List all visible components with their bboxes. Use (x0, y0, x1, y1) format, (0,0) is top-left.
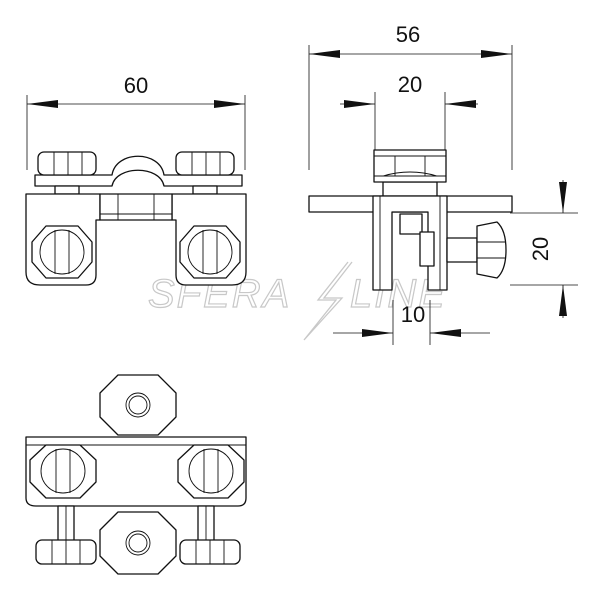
lightning-logo-icon (303, 261, 353, 341)
bottom-view (25, 374, 247, 575)
dim-front-width: 60 (124, 73, 148, 98)
front-view: 60 (25, 73, 247, 286)
dim-depth: 10 (401, 302, 425, 327)
dim-side-width: 56 (396, 22, 420, 47)
dim-plate-width: 20 (398, 72, 422, 97)
dim-height: 20 (528, 237, 553, 261)
side-view: 56 20 20 10 (308, 22, 578, 345)
